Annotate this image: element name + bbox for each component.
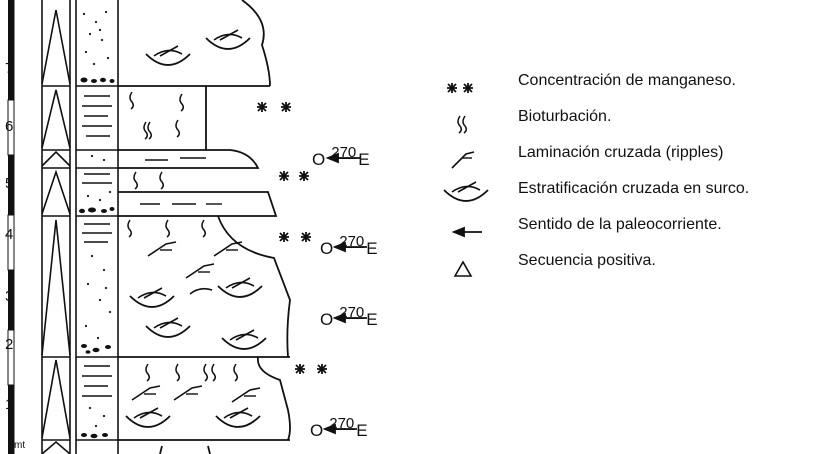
sequence-column <box>41 0 71 454</box>
paleocurrent-azimuth: 270 <box>339 233 365 250</box>
structure-symbols <box>125 29 267 428</box>
paleocurrent-to: E <box>356 421 368 440</box>
lithology-column <box>75 0 119 454</box>
scale-unit: mt <box>14 440 26 451</box>
legend-label: Sentido de la paleocorriente. <box>518 216 722 233</box>
paleocurrent-azimuth: 270 <box>331 144 357 161</box>
ripple-icon <box>440 142 484 166</box>
scale-mark-1: 1 <box>5 396 14 413</box>
manganese-markers <box>256 101 328 375</box>
scale-mark-6: 6 <box>5 118 14 135</box>
legend-label: Secuencia positiva. <box>518 252 656 269</box>
paleocurrent-azimuth: 270 <box>339 304 365 321</box>
weathering-profile <box>118 0 291 454</box>
paleocurrent-arrows <box>322 152 367 435</box>
scale-mark-3: 3 <box>5 288 14 305</box>
paleocurrent-to: E <box>366 239 378 258</box>
legend-label: Estratificación cruzada en surco. <box>518 180 750 197</box>
bioturbation-icon <box>440 106 484 130</box>
paleocurrent-to: E <box>366 310 378 329</box>
scale-mark-4: 4 <box>5 226 14 243</box>
paleocurrent-azimuth: 270 <box>329 415 355 432</box>
arrow-icon <box>440 214 484 238</box>
scale-mark-2: 2 <box>5 336 14 353</box>
paleocurrent-from: O <box>320 310 334 329</box>
paleocurrent-to: E <box>358 150 370 169</box>
legend-label: Concentración de manganeso. <box>518 72 736 89</box>
scale-mark-5: 5 <box>5 175 14 192</box>
legend-symbols <box>443 82 489 277</box>
scale-bar <box>7 0 15 454</box>
trough-icon <box>440 178 484 202</box>
scale-mark-7: 7 <box>5 60 14 77</box>
manganese-icon <box>440 70 484 94</box>
paleocurrent-from: O <box>310 421 324 440</box>
triangle-icon <box>440 250 484 274</box>
legend-label: Bioturbación. <box>518 108 612 125</box>
paleocurrent-from: O <box>312 150 326 169</box>
paleocurrent-from: O <box>320 239 334 258</box>
legend-label: Laminación cruzada (ripples) <box>518 144 724 161</box>
